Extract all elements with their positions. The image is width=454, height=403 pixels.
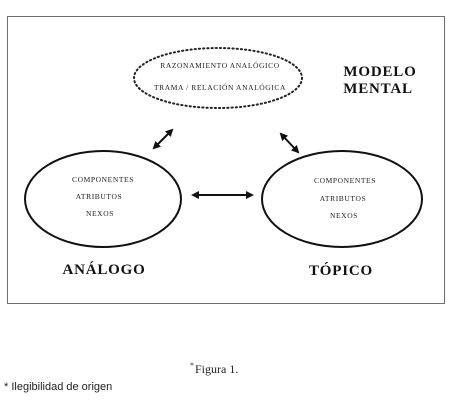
analog-ellipse: [24, 150, 182, 248]
caption-text: Figura 1.: [195, 362, 239, 376]
analog-label: ANÁLOGO: [62, 261, 145, 278]
topic-item-links: NEXOS: [330, 211, 358, 220]
footnote: * Ilegibilidad de origen: [4, 381, 113, 393]
topic-item-attributes: ATRIBUTOS: [320, 194, 367, 203]
top-node-line1: RAZONAMIENTO ANALÓGICO: [160, 60, 280, 70]
figure-caption: *Figura 1.: [190, 361, 238, 377]
topic-label: TÓPICO: [309, 262, 373, 279]
analogical-reasoning-ellipse: [133, 47, 303, 109]
analog-item-links: NEXOS: [86, 209, 114, 218]
figure-frame: [7, 16, 445, 304]
arrow-top-left: [152, 128, 174, 150]
model-label-line1: MODELO: [343, 64, 416, 80]
arrow-top-right: [279, 132, 300, 154]
topic-item-components: COMPONENTES: [314, 176, 376, 185]
analog-item-components: COMPONENTES: [72, 175, 134, 184]
top-node-line2: TRAMA / RELACIÓN ANALÓGICA: [154, 82, 286, 92]
analog-item-attributes: ATRIBUTOS: [76, 192, 123, 201]
topic-ellipse: [261, 150, 423, 248]
model-label-line2: MENTAL: [343, 81, 413, 97]
caption-marker: *: [190, 361, 194, 370]
